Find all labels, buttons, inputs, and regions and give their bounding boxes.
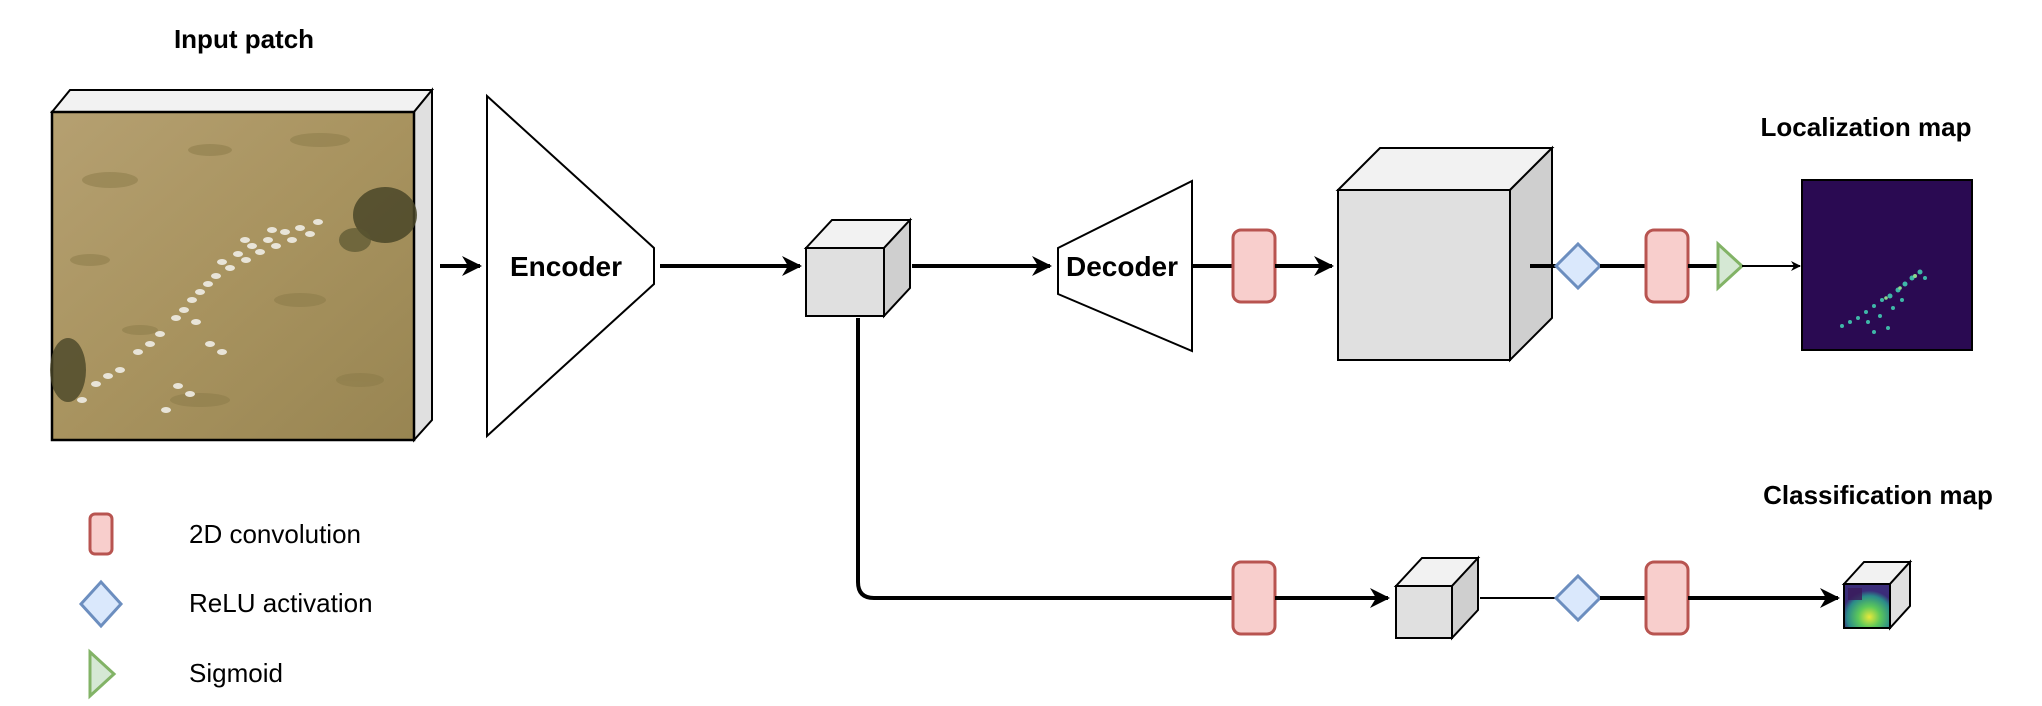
animal-herd [77, 219, 323, 413]
legend: 2D convolution ReLU activation Sigmoid [78, 512, 373, 700]
conv-block-top-2 [1644, 228, 1690, 304]
conv-block-bottom-2 [1644, 560, 1690, 636]
legend-label-relu: ReLU activation [189, 588, 373, 618]
decoder-label: Decoder [1066, 251, 1178, 282]
relu-diamond-icon [78, 579, 124, 629]
encoder-block [486, 93, 655, 439]
relu-top [1553, 241, 1603, 291]
sigmoid-top [1716, 240, 1745, 292]
classification-feature-cube [1393, 555, 1481, 641]
localization-map [1801, 179, 1973, 351]
encoder-label: Encoder [510, 251, 622, 282]
localization-peaks [1884, 274, 1917, 300]
bush [339, 228, 371, 252]
bottleneck-cube [803, 217, 913, 319]
terrain-texture [70, 133, 384, 407]
input-patch-title: Input patch [174, 24, 314, 54]
bush [353, 187, 417, 243]
decoder-feature-cube [1335, 145, 1555, 363]
sigmoid-triangle-icon [88, 648, 117, 700]
localization-map-title: Localization map [1761, 112, 1972, 142]
legend-label-sigmoid: Sigmoid [189, 658, 283, 688]
line-bottleneck-to-classification [856, 318, 1233, 600]
conv-rect-icon [88, 512, 114, 556]
relu-bottom [1553, 573, 1603, 623]
input-patch-cube [49, 87, 435, 443]
localization-dots [1840, 269, 1927, 334]
conv-block-bottom-1 [1231, 560, 1277, 636]
decoder-block [1057, 179, 1193, 353]
bush [50, 338, 86, 402]
classification-map-cube [1841, 559, 1913, 631]
conv-block-top-1 [1231, 228, 1277, 304]
input-image [50, 110, 416, 442]
legend-label-conv: 2D convolution [189, 519, 361, 549]
classification-map-title: Classification map [1763, 480, 1993, 510]
